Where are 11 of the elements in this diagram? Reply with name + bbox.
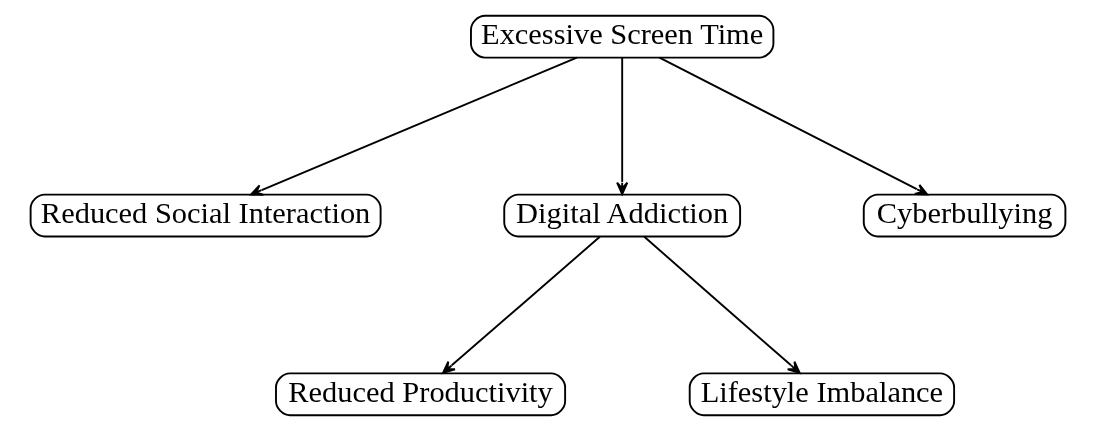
arrow [658,56,929,196]
node-box: Lifestyle Imbalance [688,372,956,417]
node-box: Digital Addiction [503,193,742,238]
arrow [249,56,578,196]
node-box: Reduced Productivity [275,372,567,417]
node-box: Cyberbullying [862,193,1067,238]
node-box: Excessive Screen Time [470,14,775,59]
arrow [643,235,801,374]
node-box: Reduced Social Interaction [29,193,382,238]
arrow [442,235,601,374]
arrow [616,57,629,196]
